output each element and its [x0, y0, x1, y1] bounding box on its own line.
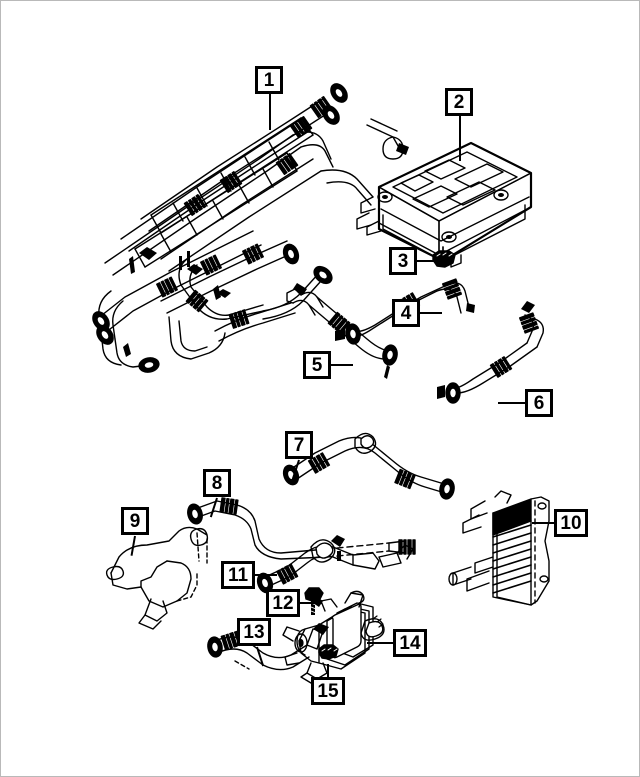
part-1-hose-bundle — [88, 80, 409, 375]
part-9-bracket — [105, 526, 209, 630]
part-7-hose — [280, 432, 457, 501]
leader-line-4 — [420, 312, 442, 314]
part-10-oil-cooler — [448, 490, 550, 606]
part-12-screw — [304, 587, 324, 615]
callout-1[interactable]: 1 — [255, 66, 283, 94]
leader-line-10 — [532, 522, 555, 524]
leader-line-2 — [459, 116, 461, 161]
leader-line-1 — [269, 94, 271, 130]
callout-6[interactable]: 6 — [525, 389, 553, 417]
callout-12[interactable]: 12 — [266, 589, 300, 617]
callout-2[interactable]: 2 — [445, 88, 473, 116]
callout-10[interactable]: 10 — [554, 509, 588, 537]
callout-3[interactable]: 3 — [389, 247, 417, 275]
leader-line-6 — [498, 402, 526, 404]
part-2-charger-module — [356, 141, 533, 268]
callout-9[interactable]: 9 — [121, 507, 149, 535]
part-15-nut — [318, 644, 339, 660]
part-8-hose — [184, 497, 416, 561]
leader-line-14 — [367, 642, 394, 644]
callout-14[interactable]: 14 — [393, 629, 427, 657]
callout-11[interactable]: 11 — [221, 561, 255, 589]
part-11-hose — [254, 539, 414, 596]
part-6-hose — [437, 301, 545, 404]
part-3-nut — [432, 250, 456, 268]
leader-line-5 — [331, 364, 353, 366]
callout-15[interactable]: 15 — [311, 677, 345, 705]
part-5-hose — [286, 283, 400, 379]
leader-line-12 — [300, 602, 322, 604]
callout-5[interactable]: 5 — [303, 351, 331, 379]
callout-7[interactable]: 7 — [285, 431, 313, 459]
callout-13[interactable]: 13 — [237, 618, 271, 646]
leader-line-3 — [417, 260, 439, 262]
callout-8[interactable]: 8 — [203, 469, 231, 497]
leader-line-11 — [255, 574, 277, 576]
leader-line-15 — [327, 664, 329, 678]
callout-4[interactable]: 4 — [392, 299, 420, 327]
part-14-pump-module — [282, 590, 385, 684]
